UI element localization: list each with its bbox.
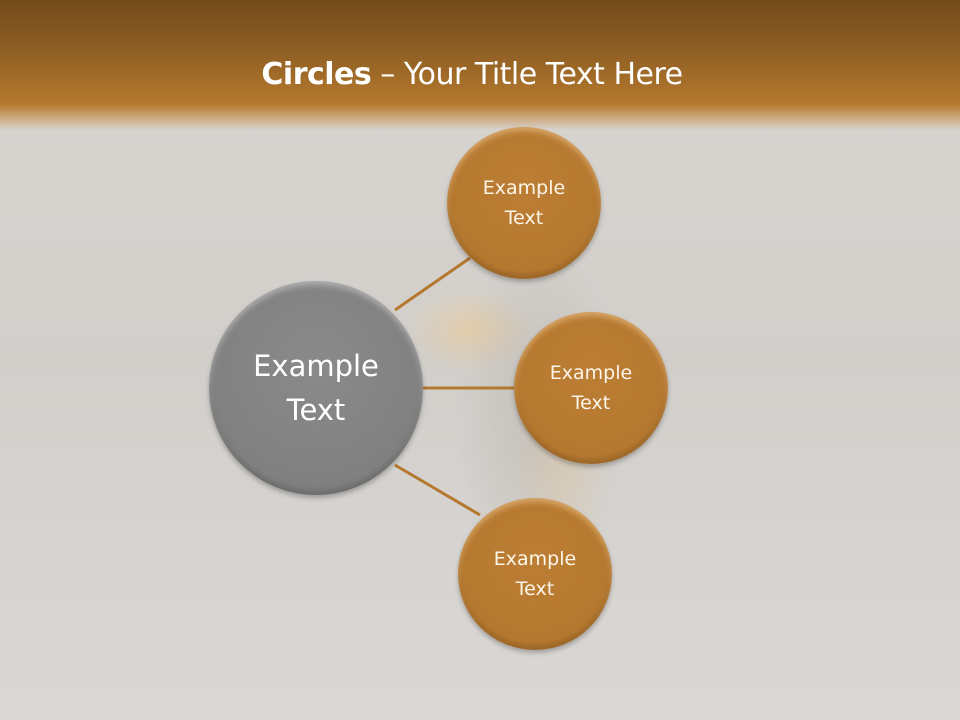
node-middle-line2: Text	[571, 392, 611, 414]
title-bold: Circles	[261, 57, 372, 92]
node-top-line1: Example	[482, 177, 566, 199]
slide-title: Circles – Your Title Text Here	[0, 55, 944, 95]
node-top-line2: Text	[504, 207, 544, 229]
title-banner	[0, 0, 960, 130]
node-circle-top[interactable]: Example Text	[447, 127, 601, 279]
center-circle-line2: Text	[286, 393, 346, 427]
connector-bottom	[394, 463, 481, 517]
center-circle[interactable]: Example Text	[209, 281, 423, 495]
node-middle-line1: Example	[549, 362, 633, 384]
node-bottom-line1: Example	[493, 548, 577, 570]
node-circle-middle[interactable]: Example Text	[514, 312, 668, 464]
center-circle-line1: Example	[253, 349, 379, 383]
title-rest: – Your Title Text Here	[371, 57, 683, 92]
node-bottom-line2: Text	[515, 578, 555, 600]
connector-top	[394, 256, 471, 312]
node-circle-bottom[interactable]: Example Text	[458, 498, 612, 650]
